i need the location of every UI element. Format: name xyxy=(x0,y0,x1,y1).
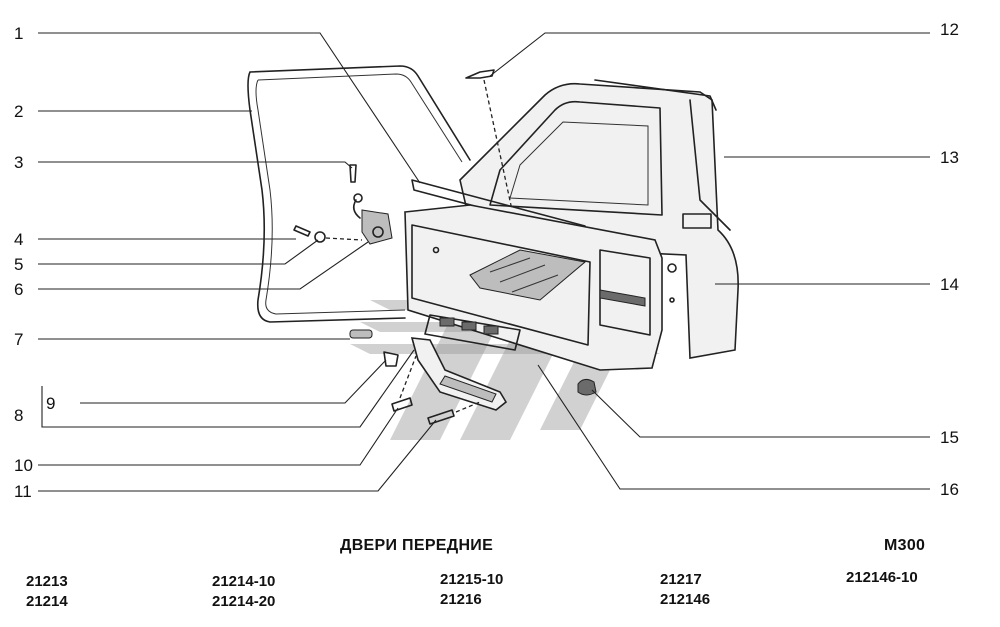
callout-6: 6 xyxy=(14,280,23,299)
callout-1: 1 xyxy=(14,24,23,43)
model-column-3: 21215-10 21216 xyxy=(440,570,503,610)
callout-15: 15 xyxy=(940,428,959,447)
pin xyxy=(349,164,357,183)
screw xyxy=(293,225,311,237)
diagram-code: M300 xyxy=(884,537,926,554)
callout-10: 10 xyxy=(14,456,33,475)
bolt-11 xyxy=(427,409,455,425)
rod xyxy=(349,329,373,339)
door-seal xyxy=(247,65,471,323)
model-code: 21214-20 xyxy=(212,593,276,610)
callout-16: 16 xyxy=(940,480,959,499)
callout-8: 8 xyxy=(14,406,23,425)
model-code: 212146 xyxy=(660,591,711,608)
washer xyxy=(314,231,326,243)
callout-12: 12 xyxy=(940,20,959,39)
model-column-4: 21217 212146 xyxy=(660,570,710,610)
plug xyxy=(577,378,597,396)
callout-11: 11 xyxy=(14,482,32,501)
model-code: 21213 xyxy=(26,573,68,590)
callout-4: 4 xyxy=(14,230,23,249)
model-code: 212146-10 xyxy=(846,569,918,586)
bolt-10 xyxy=(391,397,413,412)
armrest xyxy=(410,337,508,411)
callout-13: 13 xyxy=(940,148,959,167)
diagram-title: ДВЕРИ ПЕРЕДНИЕ xyxy=(340,537,494,554)
callout-3: 3 xyxy=(14,153,23,172)
model-column-2: 21214-10 21214-20 xyxy=(212,572,275,612)
trim-panel xyxy=(404,204,677,371)
model-code: 21216 xyxy=(440,591,482,608)
cap xyxy=(383,351,399,367)
callout-labels: 1 2 3 4 5 6 7 9 8 10 11 12 13 14 15 16 xyxy=(14,20,959,501)
model-code: 21215-10 xyxy=(440,571,504,588)
door-shell xyxy=(459,79,739,359)
model-code: 21214 xyxy=(26,593,68,610)
callout-7: 7 xyxy=(14,330,23,349)
clip xyxy=(465,69,495,79)
callout-14: 14 xyxy=(940,275,959,294)
model-code: 21214-10 xyxy=(212,573,276,590)
leader-lines xyxy=(38,32,930,492)
callout-9: 9 xyxy=(46,394,55,413)
callout-2: 2 xyxy=(14,102,23,121)
lock-mechanism xyxy=(352,193,393,245)
callout-5: 5 xyxy=(14,255,23,274)
model-code: 21217 xyxy=(660,571,702,588)
model-column-1: 21213 21214 xyxy=(26,572,68,612)
model-column-5: 212146-10 xyxy=(846,568,918,588)
